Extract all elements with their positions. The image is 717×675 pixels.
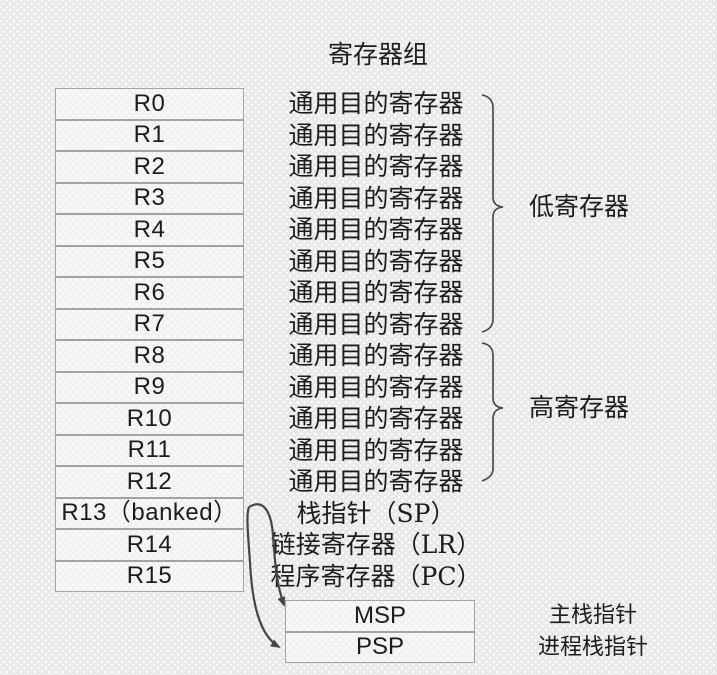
register-description-r2: 通用目的寄存器 (288, 152, 464, 181)
register-description-r12: 通用目的寄存器 (288, 467, 464, 496)
register-row-r12: R12 (55, 466, 244, 498)
register-row-r6: R6 (55, 277, 244, 309)
register-row-r7: R7 (55, 308, 244, 340)
low-registers-label: 低寄存器 (528, 192, 629, 221)
msp-name: MSP (353, 601, 406, 629)
register-row-r14: R14 (55, 529, 244, 561)
register-name: R0 (133, 89, 166, 117)
register-row-r2: R2 (55, 151, 244, 183)
register-row-r15: R15 (55, 560, 244, 592)
psp-label: 进程栈指针 (537, 635, 648, 660)
register-description-r6: 通用目的寄存器 (288, 278, 464, 307)
register-description-r4: 通用目的寄存器 (288, 215, 464, 244)
register-name: R12 (126, 467, 173, 495)
high-registers-label: 高寄存器 (528, 393, 629, 422)
register-row-r0: R0 (55, 88, 244, 120)
register-name: R2 (133, 152, 166, 180)
register-row-r9: R9 (55, 371, 244, 403)
register-description-r7: 通用目的寄存器 (288, 309, 464, 339)
register-name: R9 (133, 373, 166, 401)
register-description-r3: 通用目的寄存器 (288, 183, 464, 213)
register-name: R5 (133, 247, 166, 275)
register-description-r11: 通用目的寄存器 (288, 435, 464, 465)
register-row-r11: R11 (55, 434, 244, 466)
msp-label: 主栈指针 (548, 603, 637, 628)
register-description-r1: 通用目的寄存器 (288, 120, 464, 150)
register-description-column: 通用目的寄存器 通用目的寄存器 通用目的寄存器 通用目的寄存器 通用目的寄存器 … (255, 88, 497, 592)
register-name: R4 (133, 215, 166, 243)
psp-row: PSP (285, 631, 475, 663)
register-row-r4: R4 (55, 214, 244, 246)
register-description-r10: 通用目的寄存器 (288, 404, 464, 433)
register-row-r5: R5 (55, 245, 244, 277)
register-description-r5: 通用目的寄存器 (288, 246, 464, 276)
register-name: R6 (133, 278, 166, 306)
register-name: R7 (133, 310, 166, 338)
register-description-r9: 通用目的寄存器 (288, 372, 464, 402)
register-row-r10: R10 (55, 403, 244, 435)
register-description-r13: 栈指针（SP） (296, 498, 456, 528)
register-name: R10 (126, 404, 173, 432)
register-row-r13: R13（banked） (55, 497, 244, 529)
register-name: R13（banked） (61, 499, 238, 527)
register-name: R11 (127, 436, 172, 464)
register-name: R8 (133, 341, 166, 369)
register-name: R1 (133, 121, 166, 149)
register-row-r1: R1 (55, 119, 244, 151)
register-row-r8: R8 (55, 340, 244, 372)
register-description-r15: 程序寄存器（PC） (270, 561, 482, 591)
psp-name: PSP (355, 633, 405, 661)
register-description-r0: 通用目的寄存器 (288, 89, 464, 118)
register-row-r3: R3 (55, 182, 244, 214)
register-description-r14: 链接寄存器（LR） (270, 530, 482, 559)
stack-pointer-table: MSP PSP (285, 600, 475, 663)
msp-row: MSP (285, 600, 475, 632)
register-description-r8: 通用目的寄存器 (288, 341, 464, 370)
register-name: R15 (126, 562, 173, 590)
register-table: R0 R1 R2 R3 R4 R5 R6 R7 R8 R9 R10 R11 R1… (55, 88, 244, 592)
diagram-title: 寄存器组 (327, 40, 428, 69)
register-name: R14 (126, 530, 173, 558)
stack-pointer-labels: 主栈指针 进程栈指针 (518, 600, 668, 664)
register-name: R3 (133, 184, 166, 212)
